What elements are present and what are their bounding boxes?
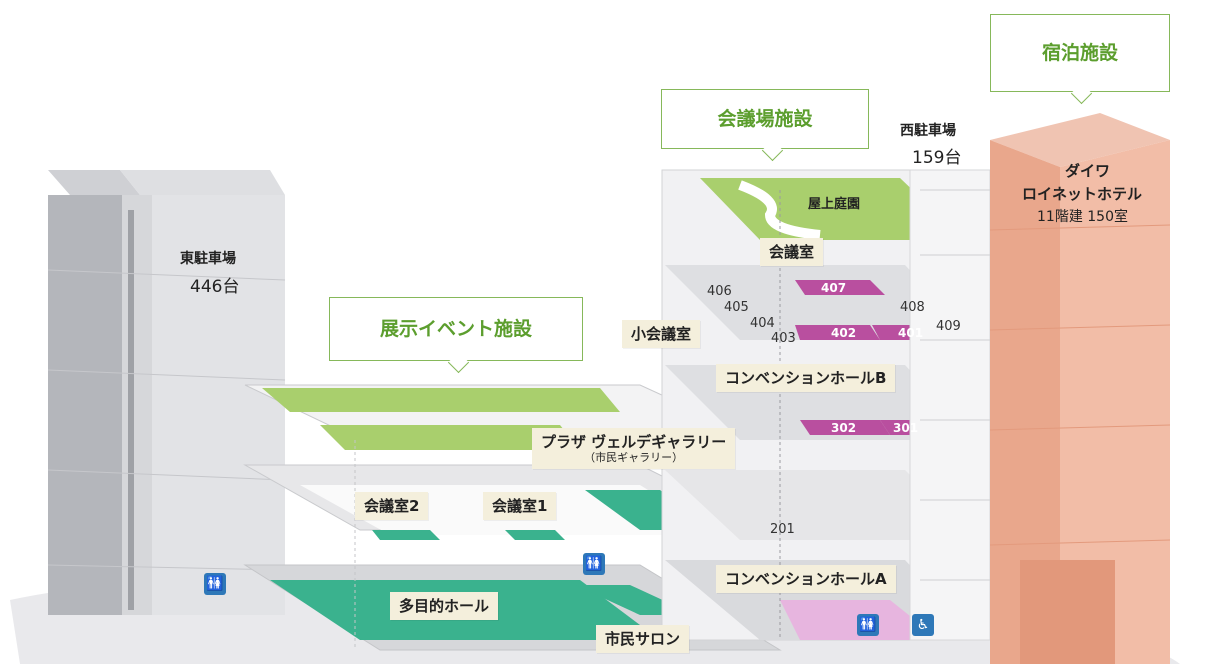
small-meeting-room-label: 小会議室 xyxy=(622,320,701,348)
east-parking-capacity: 446台 xyxy=(190,277,240,297)
plaza-gallery-name: プラザ ヴェルデギャラリー xyxy=(541,433,727,451)
room-301: 301 xyxy=(893,421,919,435)
room-408: 408 xyxy=(900,300,925,315)
hotel-name-line1: ダイワ xyxy=(1065,162,1111,180)
room-403: 403 xyxy=(771,331,796,346)
room-404: 404 xyxy=(750,316,775,331)
hotel-name-line2: ロイネットホテル xyxy=(1022,185,1143,203)
callout-exhibition: 展示イベント施設 xyxy=(329,297,583,361)
room-401: 401 xyxy=(898,326,924,340)
rooftop-garden-label: 屋上庭園 xyxy=(808,197,861,212)
toilet-icon: 🚻 xyxy=(583,553,605,575)
callout-conference: 会議場施設 xyxy=(661,89,869,149)
room-402: 402 xyxy=(831,326,857,340)
toilet-icon: 🚻 xyxy=(204,573,226,595)
room-302: 302 xyxy=(831,421,857,435)
convention-hall-b-label: コンベンションホールB xyxy=(716,364,896,392)
room-405: 405 xyxy=(724,300,749,315)
plaza-gallery-label: プラザ ヴェルデギャラリー （市民ギャラリー） xyxy=(532,428,736,470)
west-parking-building xyxy=(909,169,991,641)
conference-building xyxy=(661,169,980,641)
toilet-icon: 🚻 xyxy=(857,614,879,636)
callout-lodging: 宿泊施設 xyxy=(990,14,1170,92)
east-parking-building xyxy=(47,170,286,615)
multipurpose-hall-label: 多目的ホール xyxy=(390,592,499,620)
citizen-salon-label: 市民サロン xyxy=(596,625,690,653)
room-201: 201 xyxy=(770,522,795,537)
meeting-room-label: 会議室 xyxy=(760,238,824,266)
west-parking-capacity: 159台 xyxy=(912,148,962,168)
hotel-tower xyxy=(989,113,1171,664)
meeting-room-2-label: 会議室2 xyxy=(355,492,429,520)
room-406: 406 xyxy=(707,284,732,299)
room-407: 407 xyxy=(821,281,847,295)
hotel-detail: 11階建 150室 xyxy=(1037,209,1128,225)
west-parking-name: 西駐車場 xyxy=(900,123,956,139)
accessible-icon: ♿ xyxy=(912,614,934,636)
plaza-gallery-sub: （市民ギャラリー） xyxy=(584,451,684,464)
meeting-room-1-label: 会議室1 xyxy=(483,492,557,520)
convention-hall-a-label: コンベンションホールA xyxy=(716,565,896,593)
east-parking-name: 東駐車場 xyxy=(180,251,236,267)
room-409: 409 xyxy=(936,319,961,334)
